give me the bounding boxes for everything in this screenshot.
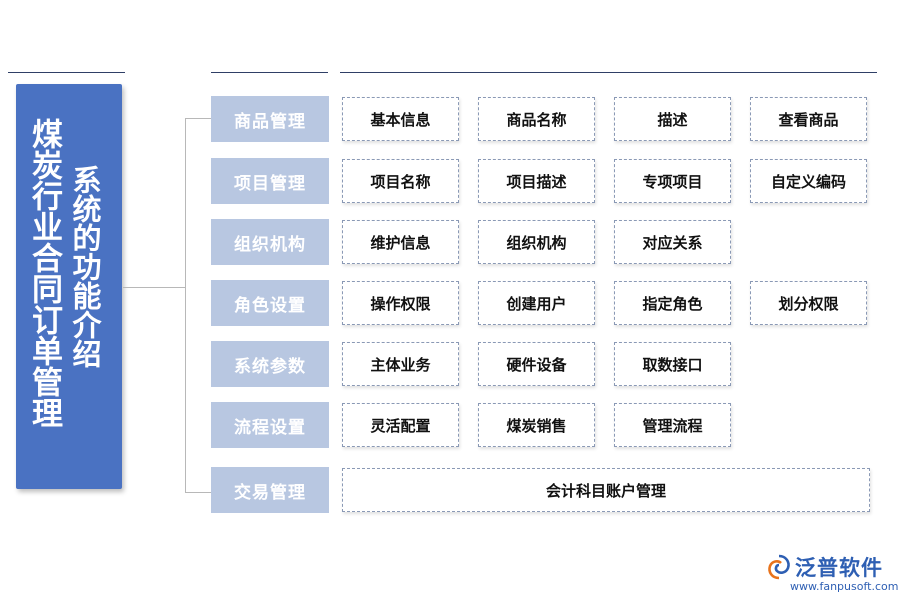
category-1: 商品管理: [211, 96, 329, 142]
brand-name: 泛普软件: [795, 556, 883, 580]
feature-item: 对应关系: [614, 220, 731, 264]
connector-bracket: [185, 118, 212, 493]
feature-item: 灵活配置: [342, 403, 459, 447]
feature-item: 操作权限: [342, 281, 459, 325]
feature-item: 会计科目账户管理: [342, 468, 870, 512]
brand-url: www.fanpusoft.com: [790, 580, 899, 593]
header-rule-left: [8, 72, 125, 73]
feature-item: 维护信息: [342, 220, 459, 264]
feature-item: 查看商品: [750, 97, 867, 141]
category-6: 流程设置: [211, 402, 329, 448]
brand-logo: 泛普软件: [766, 552, 883, 582]
header-rule-right: [340, 72, 877, 73]
feature-item: 硬件设备: [478, 342, 595, 386]
title-panel: [16, 84, 122, 489]
header-rule-middle: [211, 72, 328, 73]
feature-item: 主体业务: [342, 342, 459, 386]
feature-item: 划分权限: [750, 281, 867, 325]
feature-item: 描述: [614, 97, 731, 141]
feature-item: 专项项目: [614, 159, 731, 203]
swirl-logo-icon: [768, 554, 790, 580]
category-5: 系统参数: [211, 341, 329, 387]
diagram-title: 煤炭行业合同订单管理: [26, 118, 62, 428]
feature-item: 商品名称: [478, 97, 595, 141]
connector-stem: [123, 287, 186, 288]
feature-item: 管理流程: [614, 403, 731, 447]
feature-item: 基本信息: [342, 97, 459, 141]
feature-item: 自定义编码: [750, 159, 867, 203]
diagram-subtitle: 系统的功能介绍: [68, 165, 102, 368]
feature-item: 项目描述: [478, 159, 595, 203]
feature-item: 组织机构: [478, 220, 595, 264]
feature-item: 项目名称: [342, 159, 459, 203]
category-3: 组织机构: [211, 219, 329, 265]
category-7: 交易管理: [211, 467, 329, 513]
feature-item: 煤炭销售: [478, 403, 595, 447]
feature-item: 取数接口: [614, 342, 731, 386]
category-2: 项目管理: [211, 158, 329, 204]
feature-item: 指定角色: [614, 281, 731, 325]
feature-item: 创建用户: [478, 281, 595, 325]
category-4: 角色设置: [211, 280, 329, 326]
